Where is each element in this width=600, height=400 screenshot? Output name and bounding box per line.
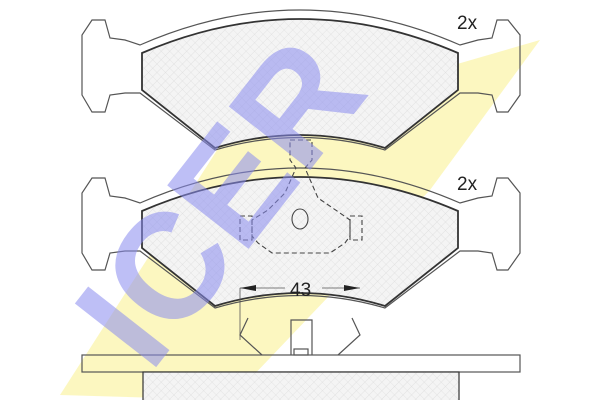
pin-hole: [291, 208, 309, 230]
middle-pad-quantity: 2x: [457, 174, 478, 195]
top-pad-quantity: 2x: [457, 13, 478, 34]
middle-brake-pad: [81, 139, 521, 309]
dimension-label: 43: [290, 280, 311, 301]
sensor-outline: [251, 139, 351, 254]
dimension-43: [239, 285, 360, 340]
side-view: [81, 317, 521, 400]
top-brake-pad: [81, 9, 521, 151]
